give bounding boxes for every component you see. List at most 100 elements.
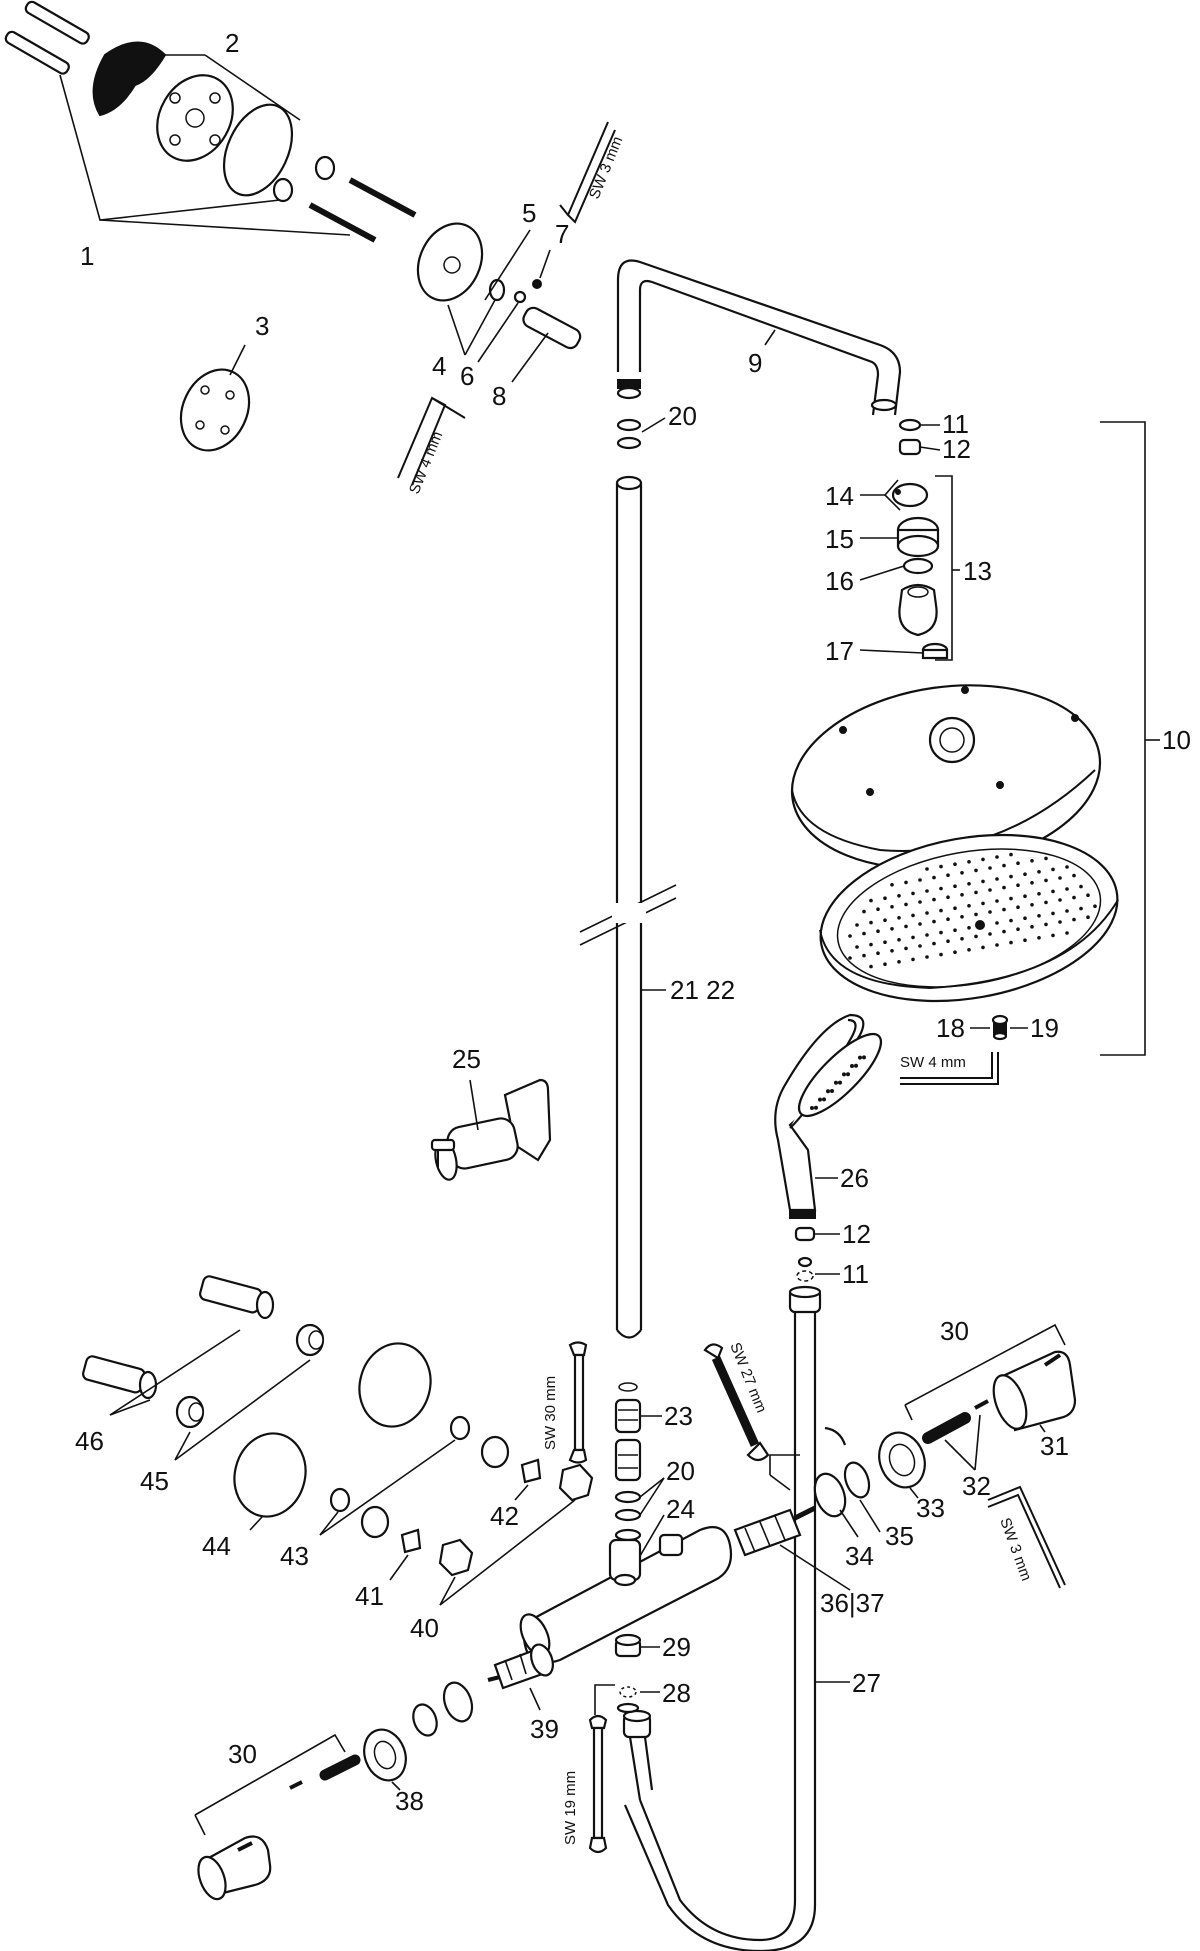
part-label-17: 17 [825,636,854,666]
part-label-33: 33 [916,1493,945,1523]
part-label-23: 23 [664,1401,693,1431]
part-label-24: 24 [666,1494,695,1524]
wrench-sw30: SW 30 mm [542,1341,588,1464]
part-label-11-top: 11 [942,409,969,439]
part-label-20-bottom: 20 [666,1456,695,1486]
shower-hose [622,1285,822,1951]
part-label-45: 45 [140,1466,169,1496]
bracket-tube [522,306,582,350]
shower-pipe [579,475,677,1339]
eccentric-connectors-46 [82,1275,275,1400]
overhead-shower-head [819,833,1119,1003]
part-label-32: 32 [962,1471,991,1501]
parts-23-20-24 [614,1382,642,1563]
grub-screw [513,290,527,304]
svg-text:SW 30 mm: SW 30 mm [542,1376,559,1450]
part-label-18: 18 [936,1013,965,1043]
small-screw [532,279,542,289]
set-screw-18-19 [991,1014,1009,1041]
filter-insert [794,1226,816,1242]
part-label-11-bottom: 11 [842,1259,869,1289]
part-label-39: 39 [530,1714,559,1744]
washer [272,177,294,203]
part-label-30-left: 30 [228,1739,257,1769]
stop-ring-33 [878,1431,926,1489]
ball-joint-group [891,482,949,660]
part-label-21-22: 21 22 [670,975,735,1005]
o-ring [796,1270,814,1282]
wrench-sw19: SW 19 mm [562,1714,608,1854]
spindle-extension-left [319,1754,361,1781]
part-label-13: 13 [963,556,992,586]
allen-key-sw3-top: SW 3 mm [559,121,626,224]
filter-insert [898,438,922,456]
washer [797,1256,813,1268]
shower-arm [616,259,902,416]
sockets-45 [175,1323,325,1429]
part-label-41: 41 [355,1581,384,1611]
part-label-5: 5 [522,198,536,228]
screw [308,202,377,243]
part-label-46: 46 [75,1426,104,1456]
part-label-28: 28 [662,1678,691,1708]
overhead-shower-plate [790,684,1102,870]
svg-text:SW 3 mm: SW 3 mm [586,134,626,201]
o-ring [412,1703,438,1737]
diverter-cartridge-39 [487,1643,554,1690]
part-label-8: 8 [492,381,506,411]
part-label-15: 15 [825,524,854,554]
part-label-43: 43 [280,1541,309,1571]
part-label-12-bottom: 12 [842,1219,871,1249]
part-label-42: 42 [490,1501,519,1531]
part-label-30-right: 30 [940,1316,969,1346]
allen-key-sw4-right: SW 4 mm [900,1052,999,1085]
part-label-6: 6 [460,361,474,391]
washers-43 [329,1415,471,1513]
part-label-20-top: 20 [668,401,697,431]
cartridge-nut [813,1472,847,1518]
allen-key-sw3-right: SW 3 mm [987,1485,1066,1589]
part-label-1: 1 [80,241,94,271]
spindle-extension [922,1399,989,1444]
thermostat-cartridge [733,1505,817,1557]
part-label-36-37: 36|37 [820,1588,885,1618]
nut [442,1681,474,1723]
screw [348,177,417,218]
part-label-29: 29 [662,1632,691,1662]
cover-cap-3 [179,368,251,452]
retaining-clip [824,1426,847,1446]
o-ring [616,1702,640,1714]
svg-text:SW 19 mm: SW 19 mm [562,1771,579,1845]
part-label-4: 4 [432,351,446,381]
washer [314,155,336,181]
svg-text:SW 3 mm: SW 3 mm [996,1516,1034,1584]
part-label-44: 44 [202,1531,231,1561]
o-ring [843,1461,871,1499]
part-label-9: 9 [748,348,762,378]
part-label-12-top: 12 [942,434,971,464]
part-label-7: 7 [555,219,569,249]
part-label-10: 10 [1162,725,1191,755]
washer [898,418,922,432]
check-valves-42-41 [360,1435,542,1554]
wrench-sw27: SW 27 mm [703,1340,770,1462]
flange-o-ring [222,103,294,197]
mounting-flange [156,74,234,162]
svg-text:SW 4 mm: SW 4 mm [900,1054,966,1071]
svg-text:SW 4 mm: SW 4 mm [406,429,446,496]
wall-screws [4,0,90,75]
temperature-handle-right [992,1350,1077,1432]
flow-handle-left [197,1835,272,1901]
part-label-25: 25 [452,1044,481,1074]
part-label-40: 40 [410,1613,439,1643]
thermostat-body [519,1526,733,1664]
o-ring [616,436,642,450]
wall-plate [92,41,167,117]
slider-holder [430,1078,552,1181]
wall-rosettes-44 [233,1342,432,1518]
union-nuts-40 [438,1463,594,1577]
stop-ring-38 [363,1728,407,1782]
washer [619,1686,637,1698]
part-label-14: 14 [825,481,854,511]
